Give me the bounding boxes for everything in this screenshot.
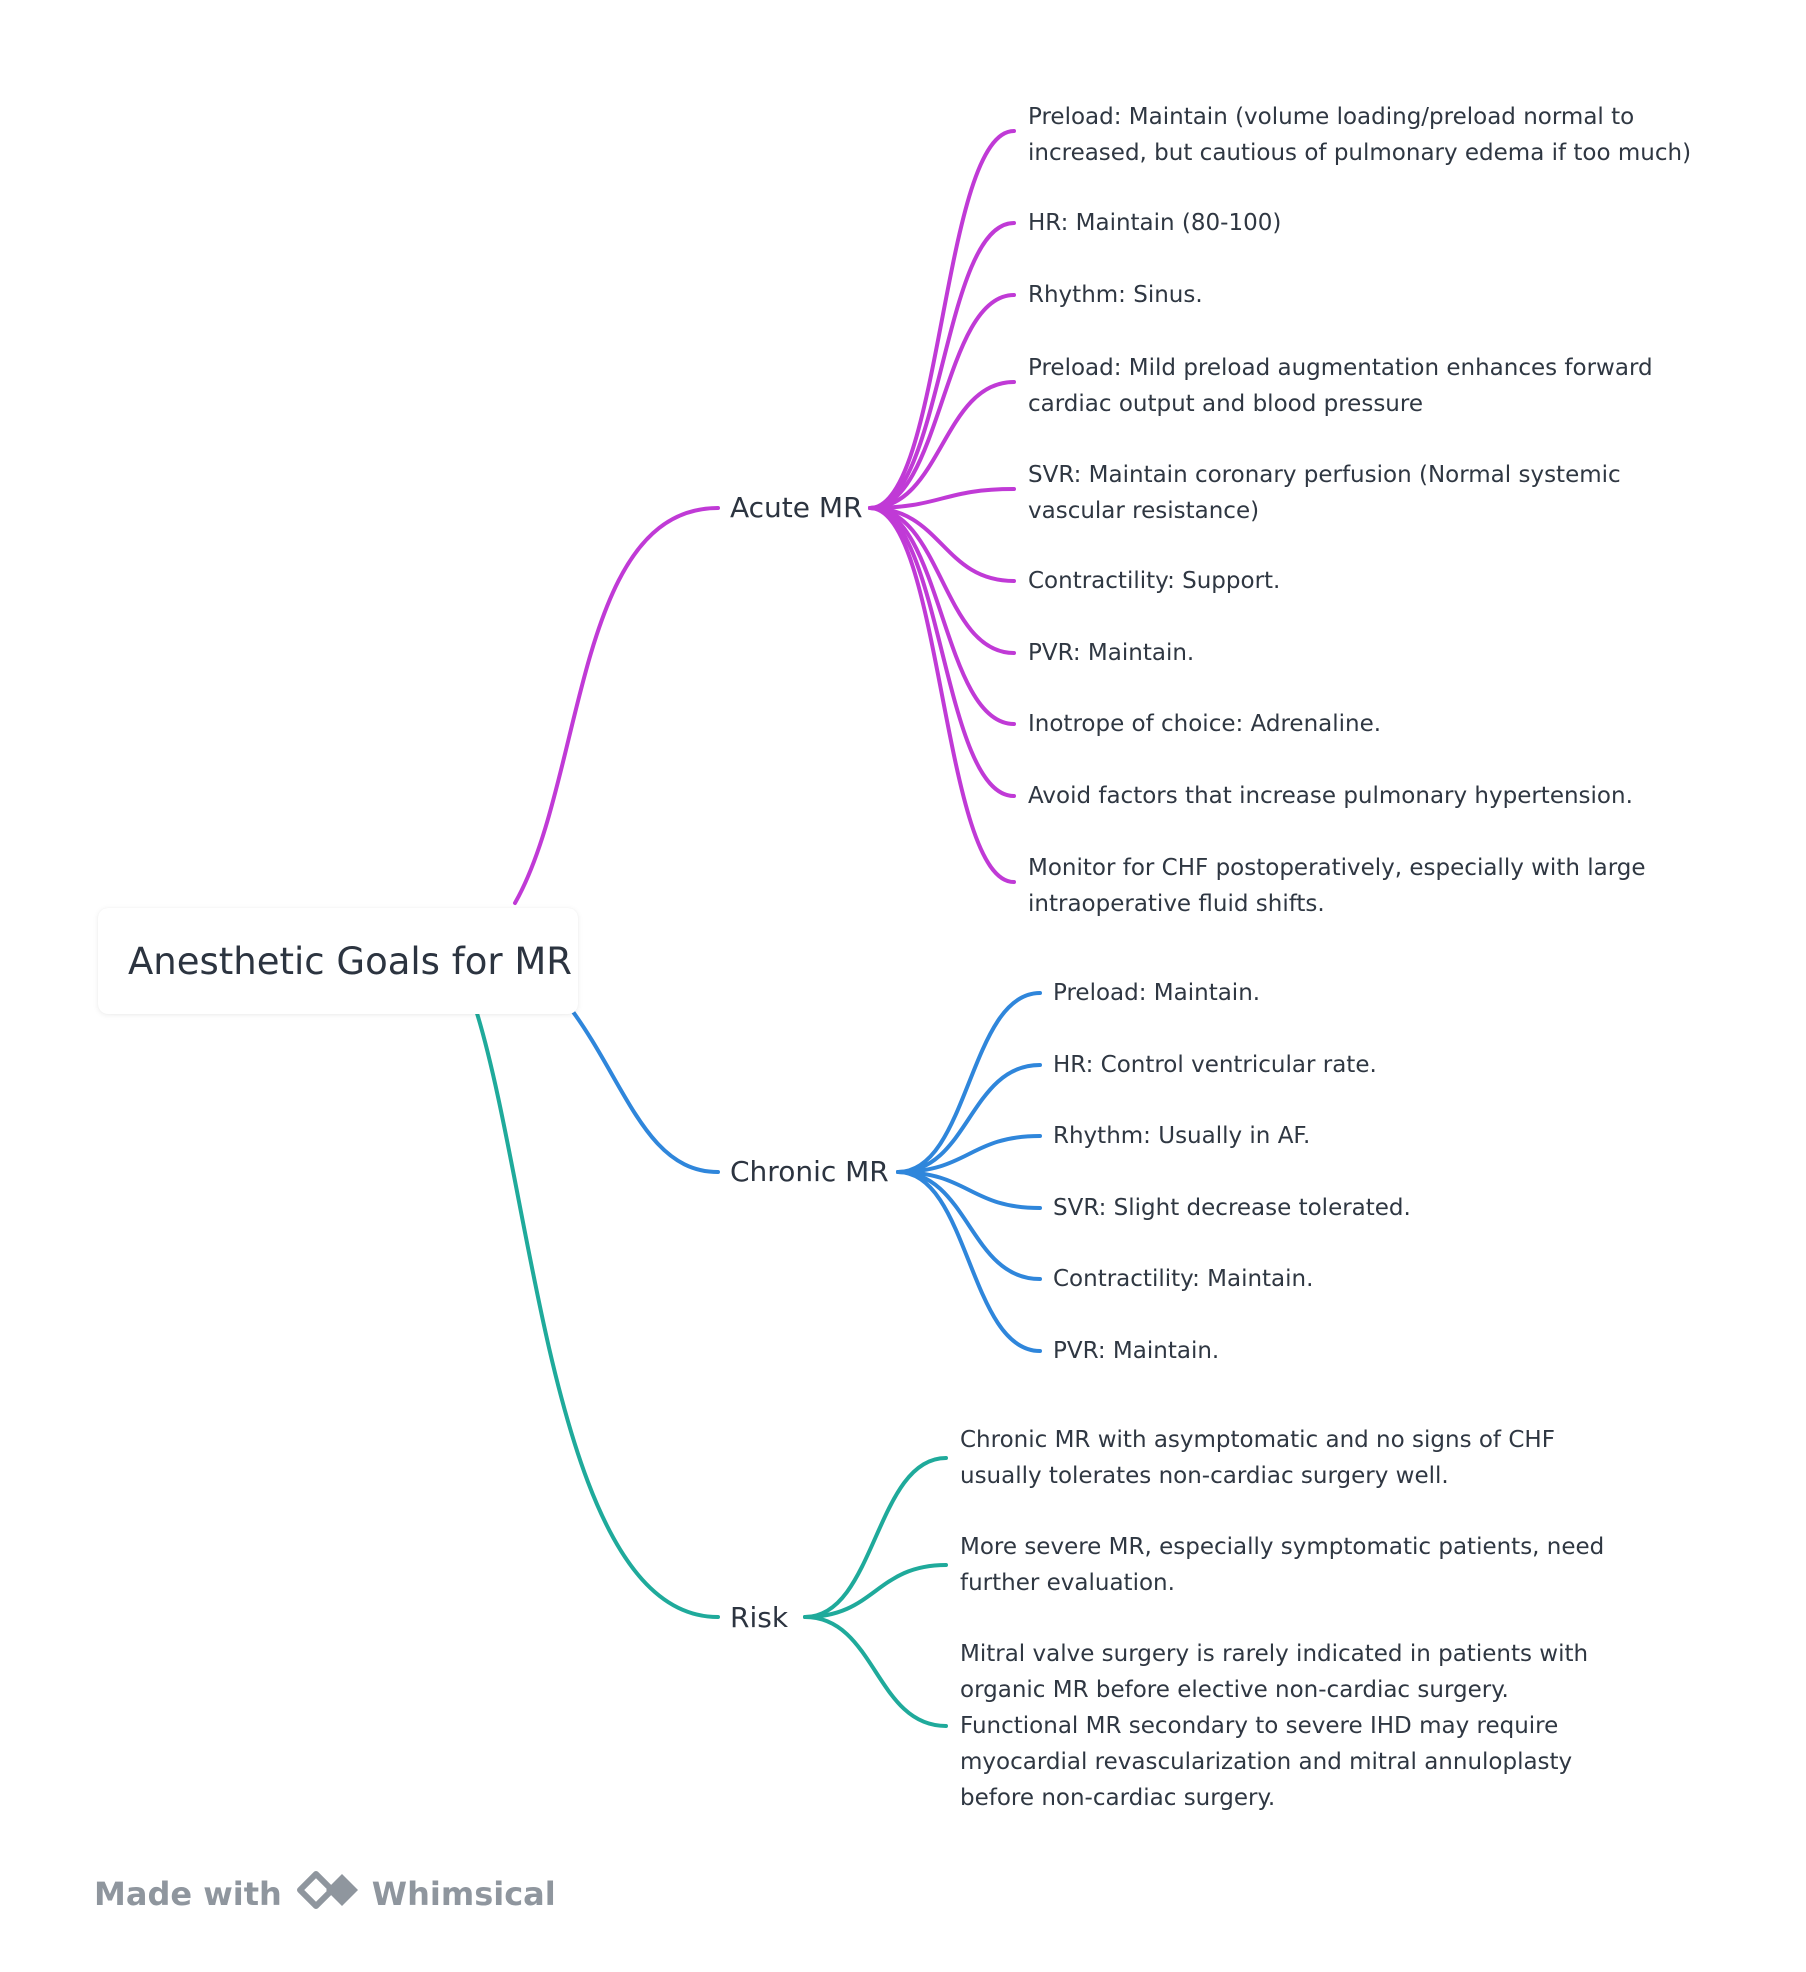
- whimsical-brand-label: Whimsical: [371, 1875, 556, 1913]
- connector-root-acute: [513, 506, 720, 905]
- branch-node-acute[interactable]: Acute MR: [730, 490, 863, 526]
- leaf-node[interactable]: More severe MR, especially symptomatic p…: [960, 1534, 1605, 1596]
- branch-label: Acute MR: [730, 491, 863, 524]
- connector-acute-leaf-5: [868, 506, 1016, 583]
- leaf-node[interactable]: PVR: Maintain.: [1053, 1338, 1220, 1364]
- connector-chronic-leaf-2: [896, 1134, 1042, 1174]
- connector-acute-leaf-3: [868, 380, 1016, 510]
- leaf-node[interactable]: Rhythm: Usually in AF.: [1053, 1123, 1311, 1149]
- branch-label: Risk: [730, 1601, 789, 1634]
- leaf-node[interactable]: Monitor for CHF postoperatively, especia…: [1028, 855, 1646, 917]
- leaf-node[interactable]: Rhythm: Sinus.: [1028, 282, 1203, 308]
- connector-acute-leaf-4: [868, 487, 1016, 510]
- leaf-node[interactable]: HR: Maintain (80-100): [1028, 210, 1282, 236]
- branch-label: Chronic MR: [730, 1155, 889, 1188]
- leaf-node[interactable]: SVR: Maintain coronary perfusion (Normal…: [1028, 462, 1621, 524]
- connector-root-risk: [474, 1008, 720, 1619]
- leaf-node[interactable]: Avoid factors that increase pulmonary hy…: [1028, 783, 1633, 809]
- leaf-node[interactable]: Contractility: Maintain.: [1053, 1266, 1314, 1292]
- leaf-node[interactable]: SVR: Slight decrease tolerated.: [1053, 1195, 1411, 1221]
- leaf-node[interactable]: Preload: Maintain (volume loading/preloa…: [1028, 104, 1692, 166]
- connector-risk-leaf-0: [803, 1456, 948, 1619]
- leaf-node[interactable]: Preload: Maintain.: [1053, 980, 1261, 1006]
- connector-acute-leaf-2: [868, 293, 1016, 510]
- root-node-label: Anesthetic Goals for MR: [128, 939, 572, 983]
- leaf-node[interactable]: Mitral valve surgery is rarely indicated…: [960, 1641, 1589, 1811]
- connector-root-chronic: [566, 1003, 720, 1174]
- leaf-node[interactable]: Inotrope of choice: Adrenaline.: [1028, 711, 1382, 737]
- made-with-label: Made with: [94, 1875, 282, 1913]
- connector-acute-leaf-0: [868, 129, 1016, 510]
- connector-acute-leaf-6: [868, 506, 1016, 655]
- connector-chronic-leaf-1: [896, 1063, 1042, 1174]
- connector-chronic-leaf-0: [896, 991, 1042, 1174]
- leaf-node[interactable]: PVR: Maintain.: [1028, 640, 1195, 666]
- leaf-node[interactable]: Contractility: Support.: [1028, 568, 1281, 594]
- connector-chronic-leaf-5: [896, 1170, 1042, 1353]
- leaf-node[interactable]: Chronic MR with asymptomatic and no sign…: [960, 1427, 1555, 1489]
- branch-node-chronic[interactable]: Chronic MR: [730, 1154, 889, 1190]
- connector-chronic-leaf-3: [896, 1170, 1042, 1210]
- made-with-whimsical-badge[interactable]: Made with Whimsical: [94, 1864, 556, 1924]
- connector-acute-leaf-7: [868, 506, 1016, 726]
- root-node[interactable]: Anesthetic Goals for MR: [98, 908, 578, 1014]
- connector-chronic-leaf-4: [896, 1170, 1042, 1281]
- connector-acute-leaf-1: [868, 221, 1016, 510]
- connector-risk-leaf-1: [803, 1563, 948, 1619]
- connector-risk-leaf-2: [803, 1615, 948, 1728]
- leaf-node[interactable]: HR: Control ventricular rate.: [1053, 1052, 1377, 1078]
- leaf-node[interactable]: Preload: Mild preload augmentation enhan…: [1028, 355, 1653, 417]
- whimsical-logo-icon: [296, 1864, 362, 1924]
- branch-node-risk[interactable]: Risk: [730, 1600, 788, 1636]
- connector-acute-leaf-8: [868, 506, 1016, 798]
- connector-acute-leaf-9: [868, 506, 1016, 884]
